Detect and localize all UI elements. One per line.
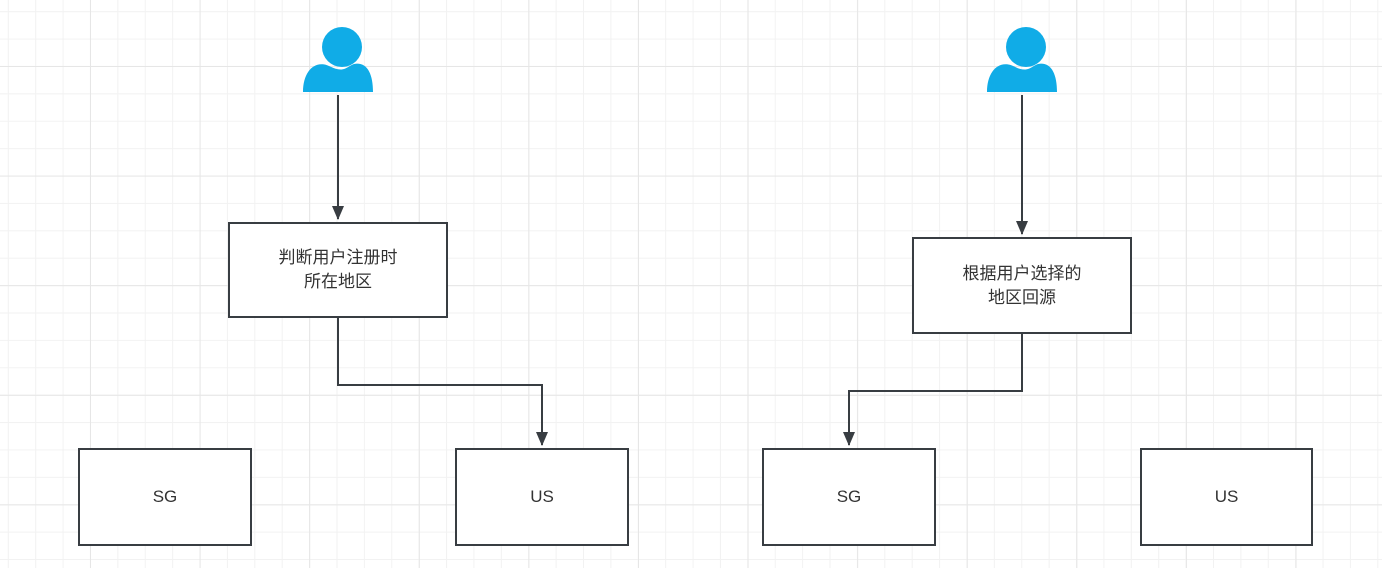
region-label: US [1214,487,1239,506]
region-node-sg-left: SG [78,448,252,546]
region-label: SG [836,487,862,506]
arrow-decision-right-to-sg [843,334,1023,446]
region-node-us-right: US [1140,448,1313,546]
region-node-us-left: US [455,448,629,546]
decision-text-line1: 根据用户选择的 [962,263,1082,283]
region-node-sg-right: SG [762,448,936,546]
decision-node-selected-region: 根据用户选择的 地区回源 [912,237,1132,334]
decision-text-line1: 判断用户注册时 [278,248,398,267]
decision-text-line2: 所在地区 [304,272,372,291]
region-label: US [530,487,554,506]
person-icon [986,27,1058,93]
decision-node-registration-region: 判断用户注册时 所在地区 [228,222,448,318]
arrow-decision-left-to-us [337,318,548,446]
person-icon [302,27,374,93]
person-icon-graphic [303,27,373,92]
person-icon-graphic [987,27,1057,92]
decision-text-line2: 地区回源 [988,287,1056,307]
region-label: SG [152,487,178,506]
